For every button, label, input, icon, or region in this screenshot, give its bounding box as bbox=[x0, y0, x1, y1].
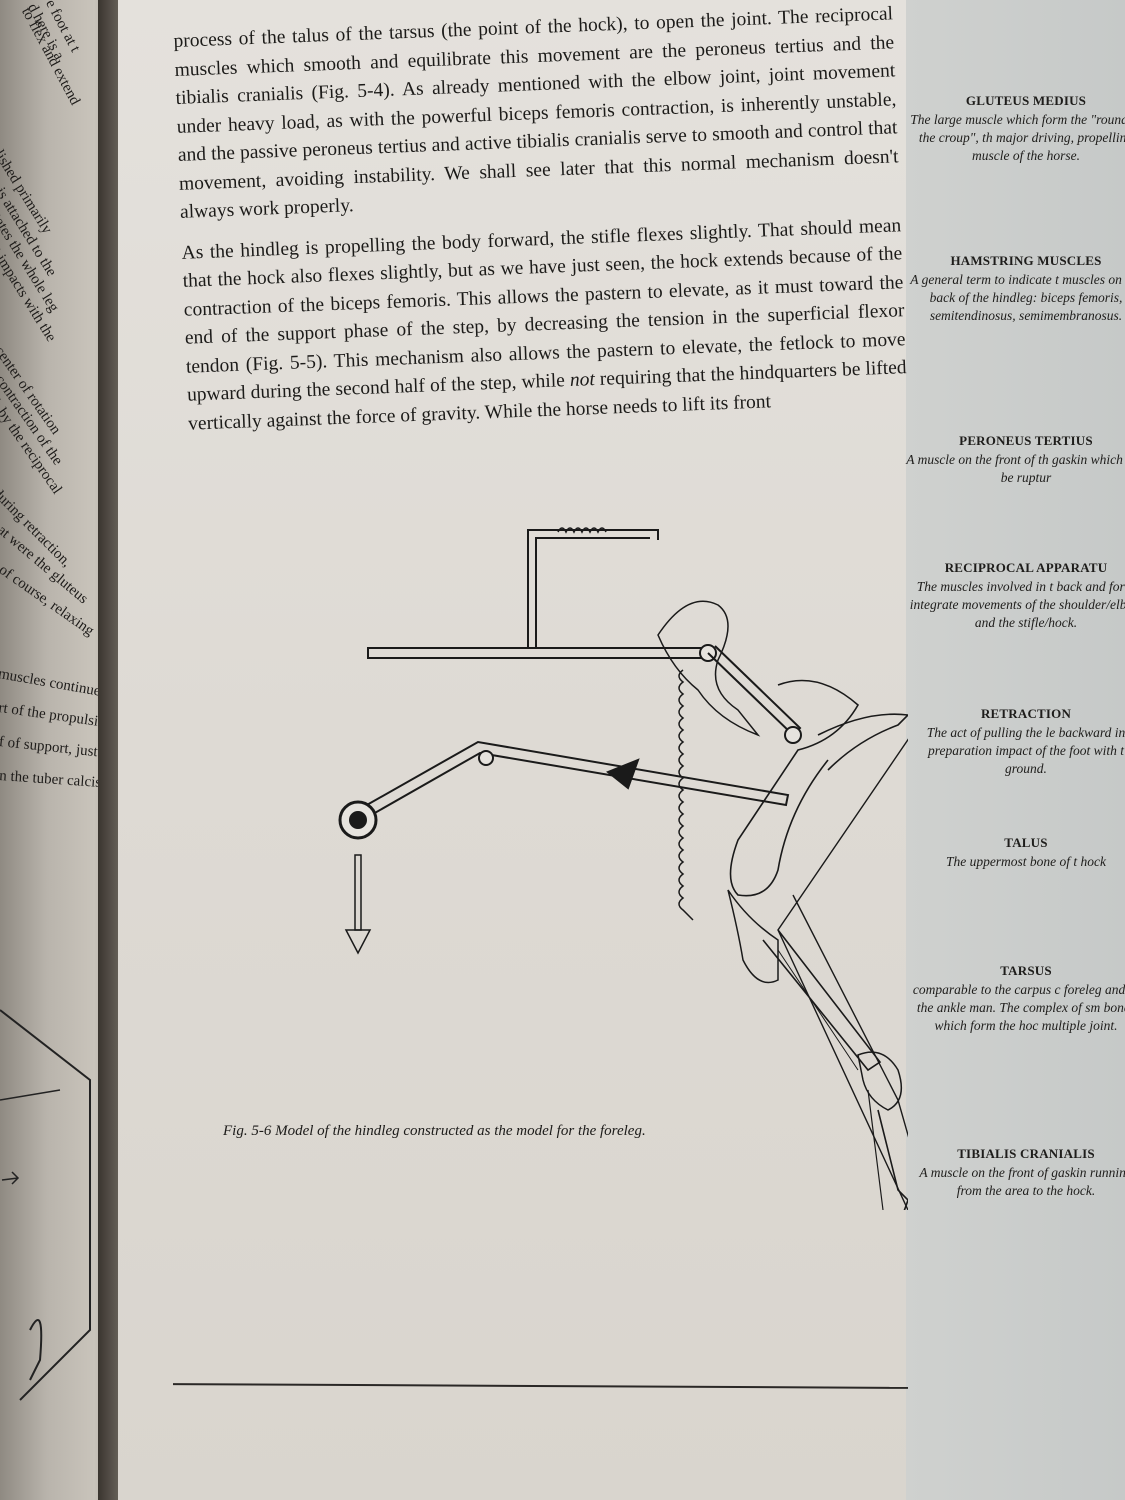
glossary-definition: A general term to indicate t muscles on … bbox=[910, 272, 1125, 323]
glossary-entry: TARSUS comparable to the carpus c forele… bbox=[906, 963, 1125, 1035]
tendon-line-back bbox=[792, 894, 908, 1138]
pelvis-bone bbox=[657, 600, 761, 737]
paragraph: process of the talus of the tarsus (the … bbox=[173, 3, 899, 223]
load-arrow bbox=[354, 854, 362, 931]
glossary-term: GLUTEUS MEDIUS bbox=[965, 93, 1087, 108]
glossary-definition: The act of pulling the le backward in pr… bbox=[926, 725, 1125, 776]
glossary-sidebar: GLUTEUS MEDIUS The large muscle which fo… bbox=[906, 0, 1125, 1500]
top-spring bbox=[557, 527, 607, 534]
glossary-definition: A muscle on the front of th gaskin which… bbox=[906, 452, 1125, 485]
frame-bracket bbox=[527, 529, 659, 647]
glossary-entry: TIBIALIS CRANIALIS A muscle on the front… bbox=[906, 1146, 1125, 1200]
lever-arm bbox=[357, 740, 790, 819]
upper-link bbox=[707, 645, 802, 737]
figure-caption: Fig. 5-6 Model of the hindleg constructe… bbox=[223, 1122, 663, 1141]
stifle-pivot bbox=[784, 726, 802, 744]
tendon-line bbox=[777, 738, 908, 1210]
glossary-entry: RECIPROCAL APPARATU The muscles involved… bbox=[906, 560, 1125, 632]
glossary-term: TALUS bbox=[1004, 835, 1048, 850]
pastern-bones bbox=[877, 1109, 908, 1210]
hindleg-model-figure bbox=[338, 527, 908, 1210]
paragraph: As the hindleg is propelling the body fo… bbox=[181, 212, 908, 439]
cannon-bone bbox=[762, 929, 882, 1072]
glossary-term: RECIPROCAL APPARATU bbox=[944, 560, 1108, 575]
previous-page-diagram bbox=[0, 1009, 91, 1401]
glossary-term: RETRACTION bbox=[980, 706, 1072, 721]
body-text: process of the talus of the tarsus (the … bbox=[173, 0, 909, 450]
glossary-entry: RETRACTION The act of pulling the le bac… bbox=[906, 706, 1125, 778]
horizontal-bar bbox=[367, 647, 709, 659]
femur-bone bbox=[729, 679, 860, 897]
glossary-entry: PERONEUS TERTIUS A muscle on the front o… bbox=[906, 433, 1125, 487]
glossary-definition: The large muscle which form the "round o… bbox=[910, 112, 1125, 163]
splint-bone bbox=[777, 949, 859, 1071]
glossary-term: PERONEUS TERTIUS bbox=[959, 433, 1093, 448]
glossary-entry: HAMSTRING MUSCLES A general term to indi… bbox=[906, 253, 1125, 325]
glossary-definition: comparable to the carpus c foreleg and t… bbox=[912, 982, 1125, 1033]
frame-bracket-inner bbox=[535, 537, 650, 647]
ilium-bone bbox=[817, 713, 908, 771]
hock-bones bbox=[727, 889, 779, 984]
glossary-term: HAMSTRING MUSCLES bbox=[950, 253, 1102, 268]
long-pastern-line bbox=[867, 1089, 884, 1210]
figure-caption-text: Model of the hindleg constructed as the … bbox=[275, 1123, 646, 1139]
glossary-definition: A muscle on the front of gaskin running … bbox=[919, 1165, 1125, 1198]
page-rule bbox=[172, 1383, 909, 1389]
emphasis: not bbox=[569, 369, 596, 392]
figure-label: Fig. 5-6 bbox=[223, 1123, 272, 1139]
glossary-entry: TALUS The uppermost bone of t hock bbox=[906, 835, 1125, 871]
fetlock-bones bbox=[857, 1051, 903, 1111]
glossary-entry: GLUTEUS MEDIUS The large muscle which fo… bbox=[906, 93, 1125, 165]
glossary-term: TIBIALIS CRANIALIS bbox=[957, 1146, 1095, 1161]
book-page: GLUTEUS MEDIUS The large muscle which fo… bbox=[118, 0, 1125, 1500]
glossary-definition: The uppermost bone of t hock bbox=[945, 854, 1107, 869]
vertical-spring bbox=[678, 669, 694, 921]
glossary-term: TARSUS bbox=[1000, 963, 1052, 978]
glossary-definition: The muscles involved in t back and forth… bbox=[909, 579, 1125, 630]
lever-pin bbox=[478, 750, 494, 766]
direction-arrow bbox=[606, 758, 640, 790]
